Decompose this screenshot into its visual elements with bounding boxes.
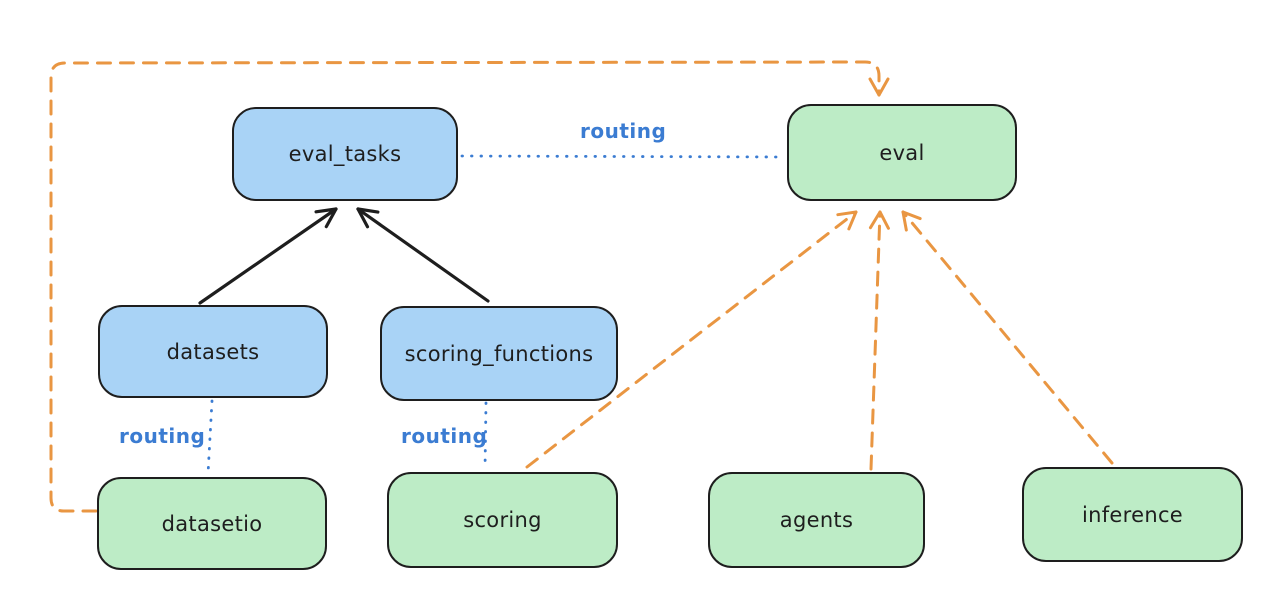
edge-agents-to-eval: [868, 210, 890, 471]
node-datasetio-label: datasetio: [161, 511, 263, 536]
node-eval: eval: [787, 104, 1017, 201]
routing-label-scoring-functions-scoring: routing: [401, 424, 488, 448]
edge-datasets-to-eval-tasks: [198, 207, 338, 305]
node-agents: agents: [708, 472, 925, 568]
node-datasetio: datasetio: [97, 477, 327, 570]
routing-label-datasets-datasetio: routing: [119, 424, 206, 448]
edge-datasetio-to-eval: [49, 60, 890, 513]
node-inference: inference: [1022, 467, 1243, 562]
node-inference-label: inference: [1081, 502, 1184, 527]
edge-datasets-to-datasetio-routing: [206, 399, 214, 476]
node-scoring-label: scoring: [463, 508, 542, 532]
node-scoring-functions: scoring_functions: [380, 306, 618, 401]
node-eval-tasks-label: eval_tasks: [288, 142, 402, 166]
edge-scoring-to-eval: [525, 210, 858, 469]
routing-label-eval-tasks-eval: routing: [580, 119, 667, 143]
edge-inference-to-eval: [901, 210, 1114, 465]
node-datasets-label: datasets: [166, 339, 260, 364]
node-eval-label: eval: [879, 140, 925, 165]
node-datasets: datasets: [98, 305, 328, 398]
node-scoring: scoring: [387, 472, 618, 568]
node-scoring-functions-label: scoring_functions: [404, 341, 594, 366]
edge-eval-tasks-to-eval-routing: [460, 154, 786, 159]
edge-scoring-functions-to-scoring-routing: [483, 401, 488, 471]
node-eval-tasks: eval_tasks: [232, 107, 458, 201]
node-agents-label: agents: [779, 508, 854, 532]
edge-scoring-functions-to-eval-tasks: [356, 207, 490, 303]
